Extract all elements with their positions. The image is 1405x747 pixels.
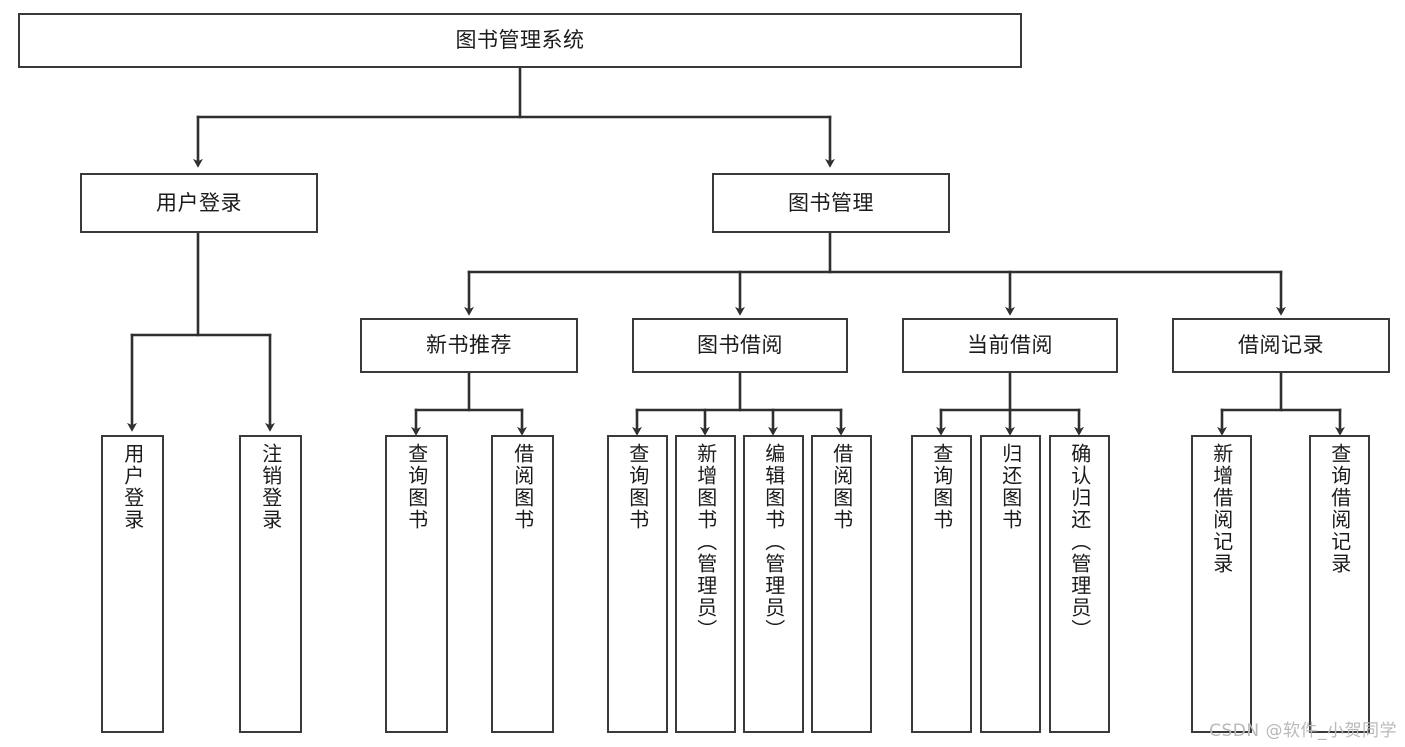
watermark-text: CSDN @软件_小贺同学 [1209,721,1397,741]
node-label: 借阅图书 [510,443,535,531]
node-label: 确认归还（管理员） [1067,443,1092,641]
node-label: 查询借阅记录 [1327,443,1352,575]
node-new-book-recommend[interactable]: 新书推荐 [360,318,578,373]
node-label: 新书推荐 [426,333,512,358]
node-label: 图书管理 [788,190,874,215]
node-label: 归还图书 [998,443,1023,531]
node-leaf-borrow-book-recommend[interactable]: 借阅图书 [491,435,554,733]
node-label: 借阅记录 [1238,333,1324,358]
node-leaf-confirm-return-admin[interactable]: 确认归还（管理员） [1049,435,1110,733]
node-leaf-query-book-borrow[interactable]: 查询图书 [607,435,668,733]
node-label: 新增借阅记录 [1209,443,1234,575]
node-label: 当前借阅 [967,333,1053,358]
node-leaf-query-borrow-record[interactable]: 查询借阅记录 [1309,435,1370,733]
node-label: 查询图书 [929,443,954,531]
node-label: 图书管理系统 [455,28,585,53]
node-label: 注销登录 [258,443,283,531]
node-label: 查询图书 [404,443,429,531]
node-leaf-add-book-admin[interactable]: 新增图书（管理员） [675,435,736,733]
node-label: 查询图书 [625,443,650,531]
node-leaf-query-book-recommend[interactable]: 查询图书 [385,435,448,733]
node-leaf-add-borrow-record[interactable]: 新增借阅记录 [1191,435,1252,733]
node-leaf-borrow-book[interactable]: 借阅图书 [811,435,872,733]
node-book-borrow[interactable]: 图书借阅 [632,318,848,373]
node-root-book-management-system[interactable]: 图书管理系统 [18,13,1022,68]
node-leaf-query-book-current[interactable]: 查询图书 [911,435,972,733]
node-label: 图书借阅 [697,333,783,358]
node-leaf-return-book[interactable]: 归还图书 [980,435,1041,733]
node-label: 编辑图书（管理员） [761,443,786,641]
node-label: 新增图书（管理员） [693,443,718,641]
node-leaf-edit-book-admin[interactable]: 编辑图书（管理员） [743,435,804,733]
node-borrow-record[interactable]: 借阅记录 [1172,318,1390,373]
node-leaf-user-login[interactable]: 用户登录 [101,435,164,733]
node-current-borrow[interactable]: 当前借阅 [902,318,1118,373]
node-label: 借阅图书 [829,443,854,531]
node-label: 用户登录 [156,190,242,215]
node-label: 用户登录 [120,443,145,531]
node-leaf-logout[interactable]: 注销登录 [239,435,302,733]
node-book-management[interactable]: 图书管理 [712,173,950,233]
node-user-login[interactable]: 用户登录 [80,173,318,233]
